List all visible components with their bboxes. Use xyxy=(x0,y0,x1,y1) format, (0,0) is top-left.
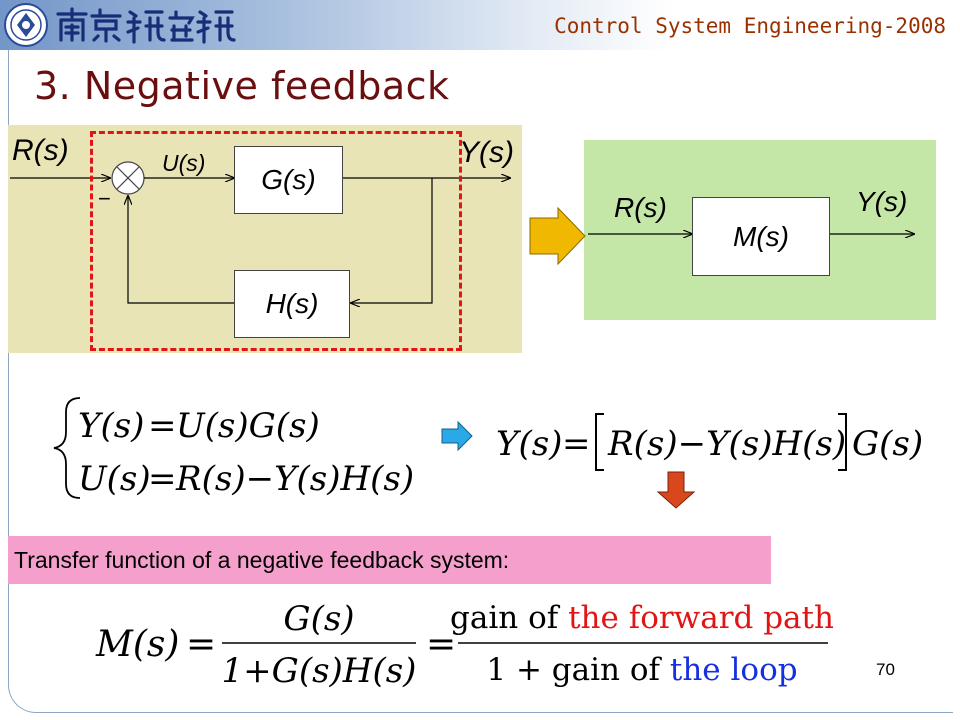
banner-text: Transfer function of a negative feedback… xyxy=(14,546,510,573)
final-lhs: M(s) xyxy=(95,624,179,665)
final-equals-2: = xyxy=(426,624,456,665)
minus-sign: − xyxy=(98,186,111,211)
eq1-equals: = xyxy=(148,406,177,446)
eq1-rhs: U(s)G(s) xyxy=(176,406,320,446)
feedback-takeoff-wire xyxy=(351,178,433,303)
right-output-label: Y(s) xyxy=(856,186,908,217)
left-brace xyxy=(53,397,81,499)
page-number: 70 xyxy=(876,660,895,679)
combined-equals: = xyxy=(562,424,591,464)
slide-frame xyxy=(8,40,953,713)
eq1-lhs: Y(s) xyxy=(78,406,144,446)
combined-lhs: Y(s) xyxy=(496,424,562,464)
left-input-label: R(s) xyxy=(12,134,69,167)
right-bracket xyxy=(838,413,847,471)
course-title: Control System Engineering-2008 xyxy=(554,14,946,38)
combined-tail: G(s) xyxy=(852,424,923,464)
closed-loop-boundary xyxy=(90,131,462,351)
left-output-label: Y(s) xyxy=(459,136,514,169)
frac2-numerator: gain of the forward path xyxy=(450,600,834,636)
final-equals-1: = xyxy=(186,624,216,665)
equivalence-arrow-icon xyxy=(529,206,586,266)
down-arrow-icon xyxy=(656,471,696,509)
frac2-denominator: 1 + gain of the loop xyxy=(486,652,797,688)
error-label: U(s) xyxy=(162,150,206,176)
left-bracket xyxy=(595,413,604,471)
combined-inner: R(s)−Y(s)H(s) xyxy=(607,424,846,464)
frac1-numerator: G(s) xyxy=(283,599,354,639)
eq2-lhs: U(s) xyxy=(78,459,151,499)
university-logo xyxy=(4,3,236,47)
implies-arrow-icon xyxy=(441,420,473,452)
slide-title: 3. Negative feedback xyxy=(34,64,450,108)
eq2-equals: = xyxy=(148,459,177,499)
crest-icon xyxy=(4,3,48,47)
equivalent-block: M(s) xyxy=(692,197,830,276)
frac1-denominator: 1+G(s)H(s) xyxy=(222,651,417,691)
feedback-return-wire xyxy=(128,196,235,304)
university-wordmark xyxy=(56,7,236,44)
transfer-function-banner: Transfer function of a negative feedback… xyxy=(8,536,771,584)
forward-block: G(s) xyxy=(234,146,343,214)
eq2-rhs: R(s)−Y(s)H(s) xyxy=(175,459,414,499)
right-input-label: R(s) xyxy=(614,192,667,223)
feedback-block: H(s) xyxy=(234,270,350,338)
